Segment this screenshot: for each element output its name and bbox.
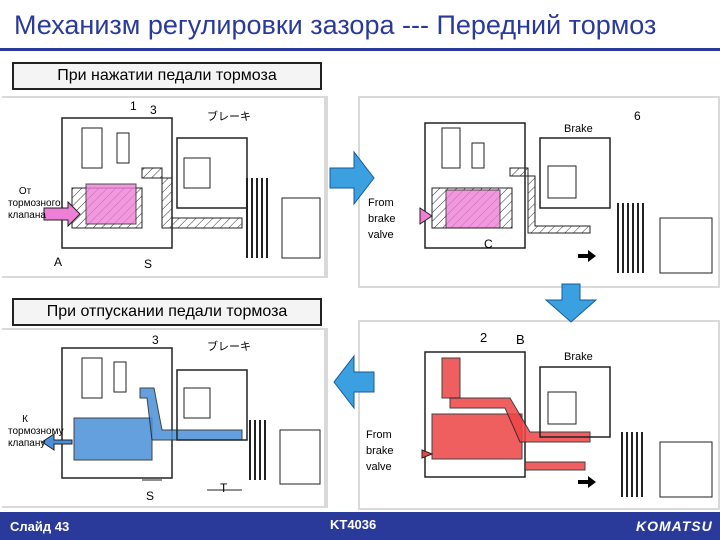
label-pressing: При нажатии педали тормоза	[12, 62, 322, 90]
diagram-bottom-left	[41, 347, 321, 491]
fluid-area	[445, 189, 501, 229]
panel-top-right	[360, 98, 718, 286]
title-rule	[0, 48, 720, 51]
diagram-top-left	[43, 117, 321, 259]
fluid-area	[85, 183, 137, 225]
panel-bottom-right	[360, 322, 718, 508]
diagram-top-right	[419, 122, 713, 274]
diagram-bottom-right	[421, 351, 713, 498]
fluid-area	[431, 413, 523, 460]
panel-top-left	[2, 98, 324, 276]
slide-number: Слайд 43	[10, 519, 70, 534]
note-from-valve: От тормозного клапана	[8, 186, 61, 222]
model-code: KT4036	[330, 517, 377, 532]
fluid-area	[73, 417, 153, 461]
label-releasing: При отпускании педали тормоза	[12, 298, 322, 326]
arrow-down	[544, 283, 598, 323]
panel-bottom-left	[2, 330, 324, 506]
brand-logo: KOMATSU	[636, 518, 713, 534]
footer-bar	[0, 512, 720, 540]
page-title: Механизм регулировки зазора --- Передний…	[14, 10, 657, 40]
note-to-valve: К тормозному клапану	[8, 414, 64, 450]
